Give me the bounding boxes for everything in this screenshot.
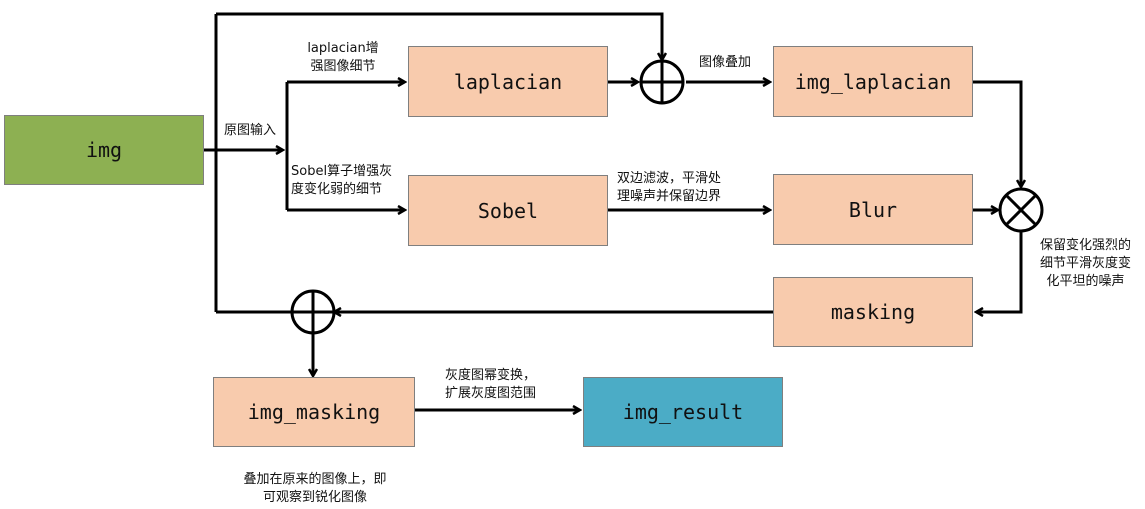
edge-multiplier-to-masking (976, 232, 1023, 312)
adder-top (639, 59, 685, 105)
label-keep-strong-details: 保留变化强烈的 细节平滑灰度变 化平坦的噪声 (1039, 238, 1131, 289)
label-laplacian-enhance: laplacian增 强图像细节 (307, 41, 379, 74)
node-img-masking: img_masking (213, 377, 415, 447)
label-sobel-enhance: Sobel算子增强灰 度变化弱的细节 (291, 164, 393, 197)
node-img: img (4, 115, 204, 185)
node-img-laplacian: img_laplacian (773, 46, 973, 117)
node-img-result: img_result (583, 377, 783, 447)
label-bilateral-filter: 双边滤波，平滑处 理噪声并保留边界 (617, 171, 722, 204)
adder-bottom (290, 289, 336, 335)
edge-top-bypass (216, 12, 662, 60)
multiplier-node (998, 187, 1044, 233)
label-power-transform: 灰度图幂变换， 扩展灰度图范围 (445, 368, 537, 401)
node-masking: masking (773, 277, 973, 347)
node-laplacian: laplacian (408, 46, 608, 117)
edge-img-laplacian-to-multiplier (972, 80, 1021, 187)
label-image-overlay: 图像叠加 (699, 55, 752, 70)
label-overlay-result: 叠加在原来的图像上，即 可观察到锐化图像 (243, 472, 387, 505)
node-blur: Blur (773, 174, 973, 245)
label-original-input: 原图输入 (224, 123, 277, 138)
node-sobel: Sobel (408, 175, 608, 246)
